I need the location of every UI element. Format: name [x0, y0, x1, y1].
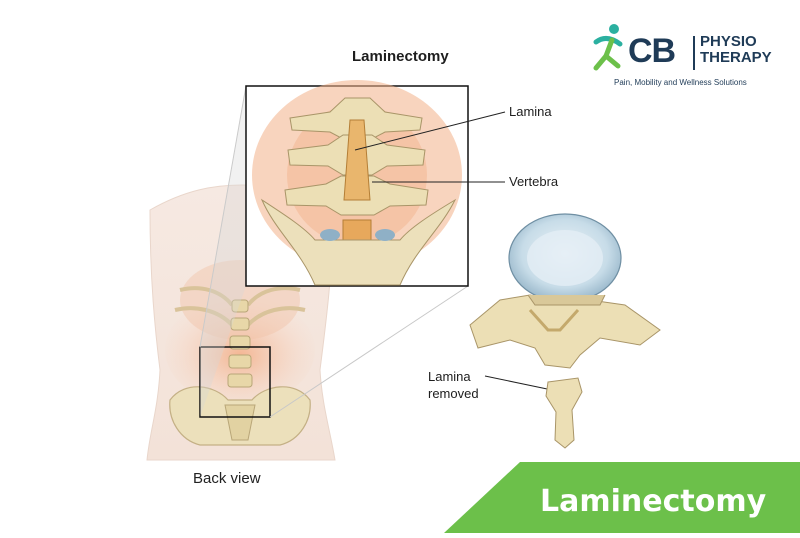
logo-name-line1: PHYSIO [700, 33, 757, 50]
logo-brand: CB [628, 32, 676, 70]
label-lamina: Lamina [509, 104, 552, 119]
cb-physiotherapy-logo: CB PHYSIO THERAPY Pain, Mobility and Wel… [590, 22, 790, 92]
title-banner-shape [444, 462, 800, 533]
zoom-inset [245, 80, 469, 287]
banner-title: Laminectomy [540, 484, 767, 519]
lamina-leader-line [354, 111, 506, 151]
diagram-title: Laminectomy [352, 48, 449, 65]
runner-icon [593, 24, 623, 71]
label-vertebra: Vertebra [509, 174, 559, 189]
logo-divider [693, 36, 695, 70]
logo-name-line2: THERAPY [700, 49, 772, 66]
label-lamina-removed: Lamina removed [428, 369, 479, 401]
label-back-view: Back view [193, 470, 261, 487]
logo-tagline: Pain, Mobility and Wellness Solutions [614, 78, 747, 87]
logo-name: PHYSIO THERAPY [700, 34, 772, 66]
zoom-projection [199, 85, 469, 418]
lamina-removed-leader-line [484, 375, 553, 391]
removed-lamina-piece [545, 377, 583, 449]
vertebra-top-view [469, 213, 661, 369]
